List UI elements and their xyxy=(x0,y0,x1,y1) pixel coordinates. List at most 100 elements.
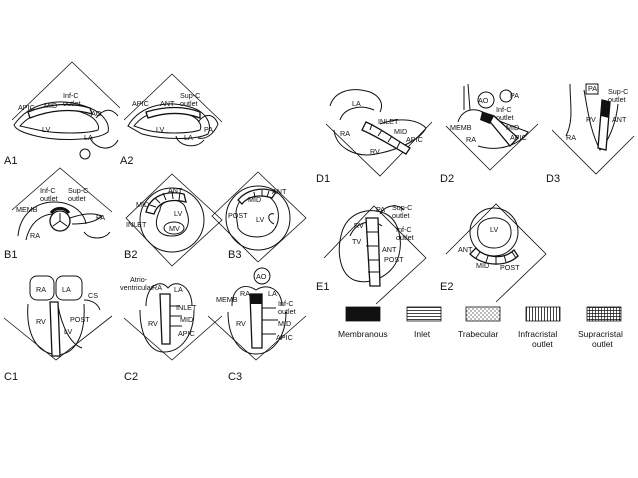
label-cs: CS xyxy=(88,291,98,300)
label-apic: APIC xyxy=(510,133,527,142)
label-mid: MID xyxy=(136,200,149,209)
panel-c1: RA LA CS RV POST LV C1 xyxy=(3,275,113,383)
panel-id-e2: E2 xyxy=(440,281,453,293)
legend-swatch-infracristal-outlet xyxy=(525,306,561,322)
label-pa: PA xyxy=(204,125,213,134)
legend-label-infracristal-outlet: outlet xyxy=(532,339,553,349)
label-memb: MEMB xyxy=(16,205,38,214)
label-rv: RV xyxy=(354,221,364,230)
label-outlet: outlet xyxy=(68,194,86,203)
panel-a2: APIC ANT Sup-C outlet LV LA PA A2 xyxy=(120,73,223,167)
label-ant: ANT xyxy=(168,186,183,195)
panel-id-d2: D2 xyxy=(440,173,454,185)
legend-item-supracristal-outlet: Supracristal outlet xyxy=(578,306,623,349)
panel-e2: LV ANT MID POST E2 xyxy=(440,203,547,303)
panel-d2: AO PA Inf-C outlet MEMB MID RA APIC D2 xyxy=(440,83,539,185)
label-post: POST xyxy=(70,315,90,324)
legend-label-membranous: Membranous xyxy=(338,329,388,339)
label-la: LA xyxy=(184,133,193,142)
panel-id-c1: C1 xyxy=(4,371,18,383)
panel-b3: ANT MID POST LV B3 xyxy=(211,171,307,263)
panel-id-a2: A2 xyxy=(120,155,133,167)
label-ant: ANT xyxy=(612,115,627,124)
legend-label-inlet: Inlet xyxy=(414,329,431,339)
label-mid: MID xyxy=(278,319,291,328)
panel-d1: LA INLET RA MID APIC RV D1 xyxy=(316,89,433,185)
legend-label-trabecular: Trabecular xyxy=(458,329,498,339)
label-inlet: INLET xyxy=(378,117,399,126)
label-lv: LV xyxy=(156,125,164,134)
label-sup-c: Sup-C xyxy=(392,203,412,212)
label-lv: LV xyxy=(256,215,264,224)
label-lv: LV xyxy=(174,209,182,218)
label-outlet: outlet xyxy=(392,211,410,220)
label-inf-c: Inf-C xyxy=(278,299,294,308)
label-ra: RA xyxy=(566,133,576,142)
legend-item-membranous: Membranous xyxy=(338,306,388,339)
panel-d3: PA Sup-C outlet RV ANT RA D3 xyxy=(546,83,635,185)
label-apic: APIC xyxy=(178,329,195,338)
label-ra: RA xyxy=(466,135,476,144)
label-sup-c: Sup-C xyxy=(68,186,88,195)
label-apic: APIC xyxy=(276,333,293,342)
label-rv: RV xyxy=(586,115,596,124)
label-rv: RV xyxy=(148,319,158,328)
label-lv: LV xyxy=(490,225,498,234)
panel-b2: ANT MID LV INLET MV B2 xyxy=(124,173,223,267)
label-ra: RA xyxy=(36,285,46,294)
label-inf-c: Inf-C xyxy=(396,225,412,234)
panel-id-d3: D3 xyxy=(546,173,560,185)
panel-id-d1: D1 xyxy=(316,173,330,185)
label-mid: MID xyxy=(180,315,193,324)
label-apic: APIC xyxy=(406,135,423,144)
legend-label-infracristal: Infracristal xyxy=(518,329,557,339)
label-pa: PA xyxy=(96,213,105,222)
label-la: LA xyxy=(84,133,93,142)
panel-c2: RA LA Atrio- ventricular RV INLET MID AP… xyxy=(120,275,223,383)
label-outlet: outlet xyxy=(180,99,198,108)
legend-item-infracristal-outlet: Infracristal outlet xyxy=(518,306,561,349)
label-la: LA xyxy=(352,99,361,108)
label-pa: PA xyxy=(510,91,519,100)
label-rv: RV xyxy=(36,317,46,326)
panel-id-b2: B2 xyxy=(124,249,137,261)
panel-id-a1: A1 xyxy=(4,155,17,167)
label-apic: APIC xyxy=(18,103,35,112)
label-inlet: INLET xyxy=(176,303,197,312)
panel-a1: APIC MID Inf-C outlet AO LV LA A1 xyxy=(4,61,121,167)
label-la: LA xyxy=(62,285,71,294)
legend-label-supracristal-outlet: outlet xyxy=(592,339,613,349)
label-lv: LV xyxy=(64,327,72,336)
label-post: POST xyxy=(228,211,248,220)
label-sup-c: Sup-C xyxy=(608,87,628,96)
label-pa: PA xyxy=(376,205,385,214)
label-la: LA xyxy=(268,289,277,298)
label-mid: MID xyxy=(394,127,407,136)
label-memb: MEMB xyxy=(216,295,238,304)
label-inf-c: Inf-C xyxy=(63,91,79,100)
label-inf-c: Inf-C xyxy=(40,186,56,195)
label-post: POST xyxy=(500,263,520,272)
label-ant: ANT xyxy=(458,245,473,254)
label-la: LA xyxy=(174,285,183,294)
label-mid: MID xyxy=(476,261,489,270)
legend-swatch-membranous xyxy=(345,306,381,322)
label-inf-c: Inf-C xyxy=(496,105,512,114)
legend-item-trabecular: Trabecular xyxy=(458,306,501,339)
legend-swatch-supracristal-outlet xyxy=(586,306,622,322)
label-pa: PA xyxy=(588,84,597,93)
panel-id-e1: E1 xyxy=(316,281,329,293)
label-ra: RA xyxy=(240,289,250,298)
label-rv: RV xyxy=(370,147,380,156)
label-mid: MID xyxy=(506,123,519,132)
label-rv: RV xyxy=(236,319,246,328)
panel-c3: AO RA LA MEMB Inf-C outlet RV MID APIC C… xyxy=(207,267,307,383)
label-lv: LV xyxy=(42,125,50,134)
label-ra: RA xyxy=(340,129,350,138)
label-ao: AO xyxy=(91,109,102,118)
label-outlet: outlet xyxy=(496,113,514,122)
label-ant: ANT xyxy=(160,99,175,108)
label-ant: ANT xyxy=(272,187,287,196)
panel-id-b1: B1 xyxy=(4,249,17,261)
